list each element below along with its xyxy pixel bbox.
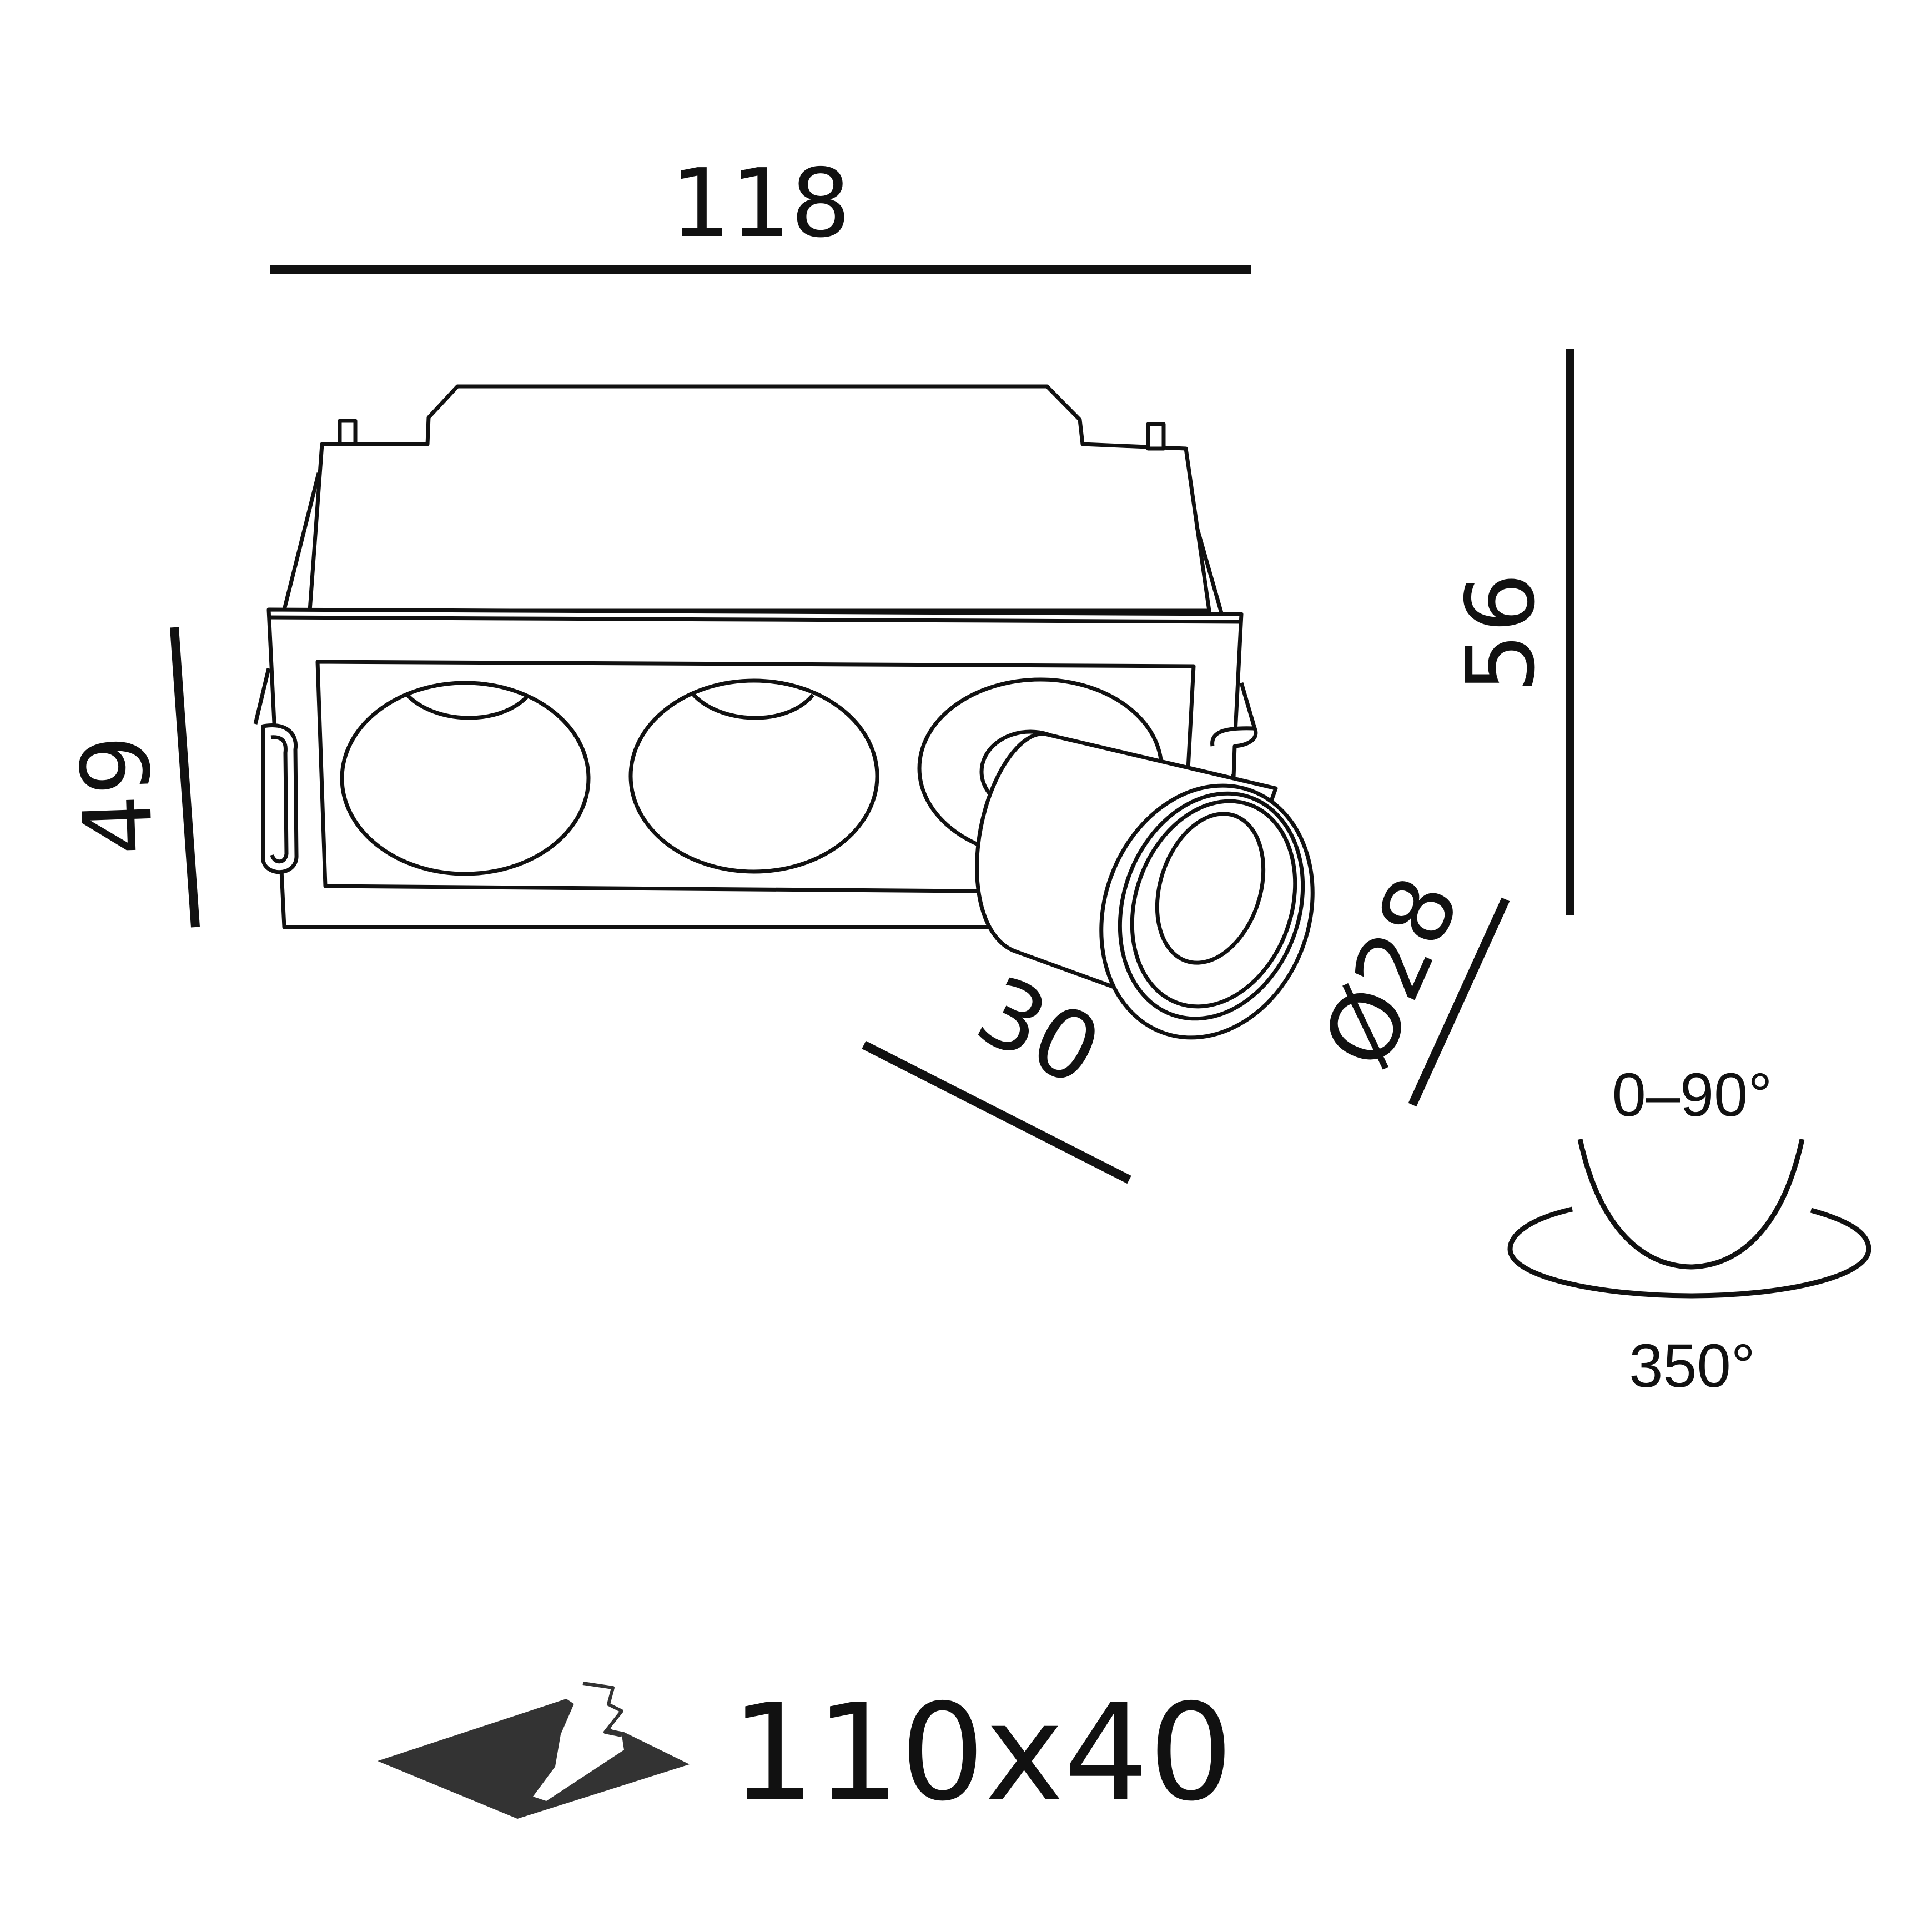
cup-1-reflector — [405, 692, 530, 720]
spring-left-top — [282, 472, 321, 610]
tilt-arc — [1577, 1139, 1805, 1270]
tilt-angle-label: 0–90° — [1612, 1061, 1773, 1129]
frame-height-dimension-label: 49 — [61, 733, 174, 857]
diameter-dimension: Ø28 — [1302, 861, 1510, 1107]
clip-left — [253, 668, 299, 874]
spot-lens — [1155, 812, 1266, 965]
projection-dimension: 30 — [862, 955, 1131, 1184]
frame-height-dimension-line — [170, 627, 200, 928]
driver-box — [308, 384, 1211, 613]
cup-1-outer — [340, 681, 591, 876]
adjustable-spot — [975, 729, 1315, 1040]
frame-height-dimension: 49 — [61, 627, 200, 928]
tab-left — [338, 419, 358, 446]
cutout-size-label: 110x40 — [731, 1675, 1234, 1830]
height-dimension-label: 56 — [1446, 573, 1556, 693]
width-dimension: 118 — [270, 149, 1251, 274]
downlight-cup-1 — [340, 681, 591, 876]
cutout-notch — [533, 1683, 624, 1801]
cutout-notch-outline — [582, 1682, 623, 1737]
cutout-section: 110x40 — [378, 1675, 1234, 1830]
width-dimension-label: 118 — [671, 149, 851, 259]
clip-right-loop — [1210, 726, 1258, 778]
clip-right-arm — [1239, 682, 1257, 729]
ceiling-cutout-icon — [378, 1682, 690, 1819]
frame-lip — [268, 615, 1242, 624]
tab-right — [1146, 422, 1166, 451]
clip-left-loop — [261, 723, 299, 874]
clip-left-loop-inner — [270, 735, 289, 864]
diameter-dimension-line — [1408, 897, 1510, 1107]
spring-right-top — [1195, 527, 1224, 613]
downlight-cup-2 — [628, 678, 879, 874]
pan-angle-label: 350° — [1629, 1332, 1755, 1400]
pan-ellipse — [1507, 1206, 1871, 1299]
clip-right — [1210, 682, 1258, 778]
clip-left-arm-top — [253, 668, 271, 724]
cup-2-outer — [628, 678, 879, 874]
diameter-dimension-label: Ø28 — [1302, 861, 1481, 1083]
rotation-diagram: 0–90° 350° — [1507, 1061, 1871, 1400]
cup-2-reflector — [691, 692, 814, 720]
ceiling-slab-shape — [378, 1699, 690, 1819]
fixture-housing — [282, 384, 1224, 613]
projection-dimension-line — [862, 1040, 1131, 1184]
height-dimension: 56 — [1446, 349, 1574, 915]
